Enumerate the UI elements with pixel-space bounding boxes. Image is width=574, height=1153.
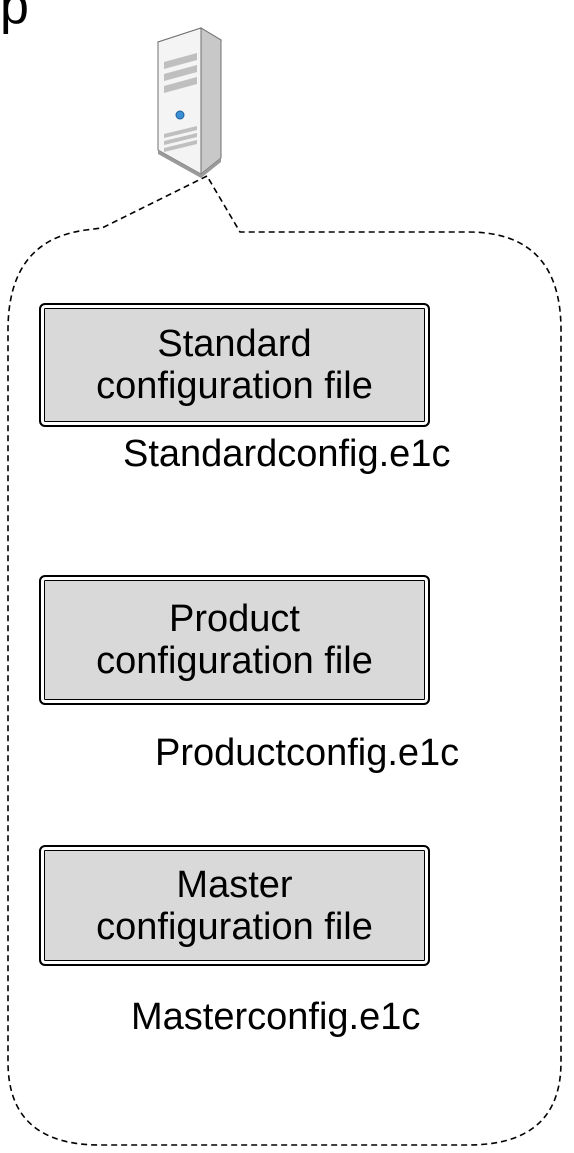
master-config-filename: Masterconfig.e1c	[131, 996, 421, 1038]
master-config-label-line2: configuration file	[96, 905, 373, 948]
standard-config-filename: Standardconfig.e1c	[123, 433, 451, 475]
standard-config-label-line2: configuration file	[96, 365, 373, 407]
standard-config-box: Standard configuration file	[39, 303, 430, 427]
product-config-box: Product configuration file	[39, 575, 430, 705]
product-config-filename: Productconfig.e1c	[155, 732, 460, 774]
product-config-label-line1: Product	[169, 598, 300, 640]
standard-config-label-line1: Standard	[157, 323, 312, 365]
product-config-label-line2: configuration file	[96, 640, 373, 682]
server-tower-icon	[156, 27, 223, 178]
master-config-label-line1: Master	[176, 863, 293, 906]
master-config-box: Master configuration file	[39, 845, 430, 966]
cut-off-heading: p	[0, 0, 29, 35]
